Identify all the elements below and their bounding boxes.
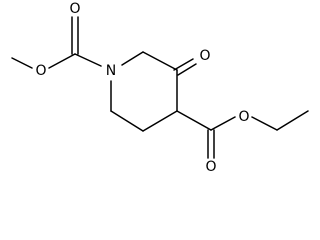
molecule-structure: N O O O O O <box>11 1 309 175</box>
ketone-group <box>173 58 197 76</box>
bond-methyl-o <box>11 57 33 69</box>
bond-ester-c-o <box>210 116 236 131</box>
bond-n-c2 <box>121 51 144 66</box>
ester-ether-oxygen-label: O <box>238 109 249 125</box>
ester-carbonyl-oxygen-label: O <box>205 159 216 175</box>
piperidine-ring <box>110 51 178 132</box>
bond-ketone-double-a <box>173 58 194 71</box>
methyl-carbamate-group <box>11 16 102 69</box>
ethyl-ester-group <box>176 110 309 159</box>
carbamate-ether-oxygen-label: O <box>35 63 46 79</box>
bond-carbonyl-c-n <box>74 53 102 67</box>
bond-c4-ester-c <box>176 110 212 131</box>
nitrogen-label: N <box>106 63 116 79</box>
bond-ketone-double-b <box>177 63 197 76</box>
bond-c2-c3 <box>142 51 178 71</box>
bond-c4-c5 <box>142 110 178 132</box>
ketone-oxygen-label: O <box>199 48 210 64</box>
bond-c5-c6 <box>110 110 144 132</box>
bond-o-ch2 <box>251 116 278 131</box>
bond-o-carbonyl-c <box>48 53 76 69</box>
bond-ch2-ch3 <box>276 110 309 131</box>
carbamate-carbonyl-oxygen-label: O <box>69 1 80 17</box>
